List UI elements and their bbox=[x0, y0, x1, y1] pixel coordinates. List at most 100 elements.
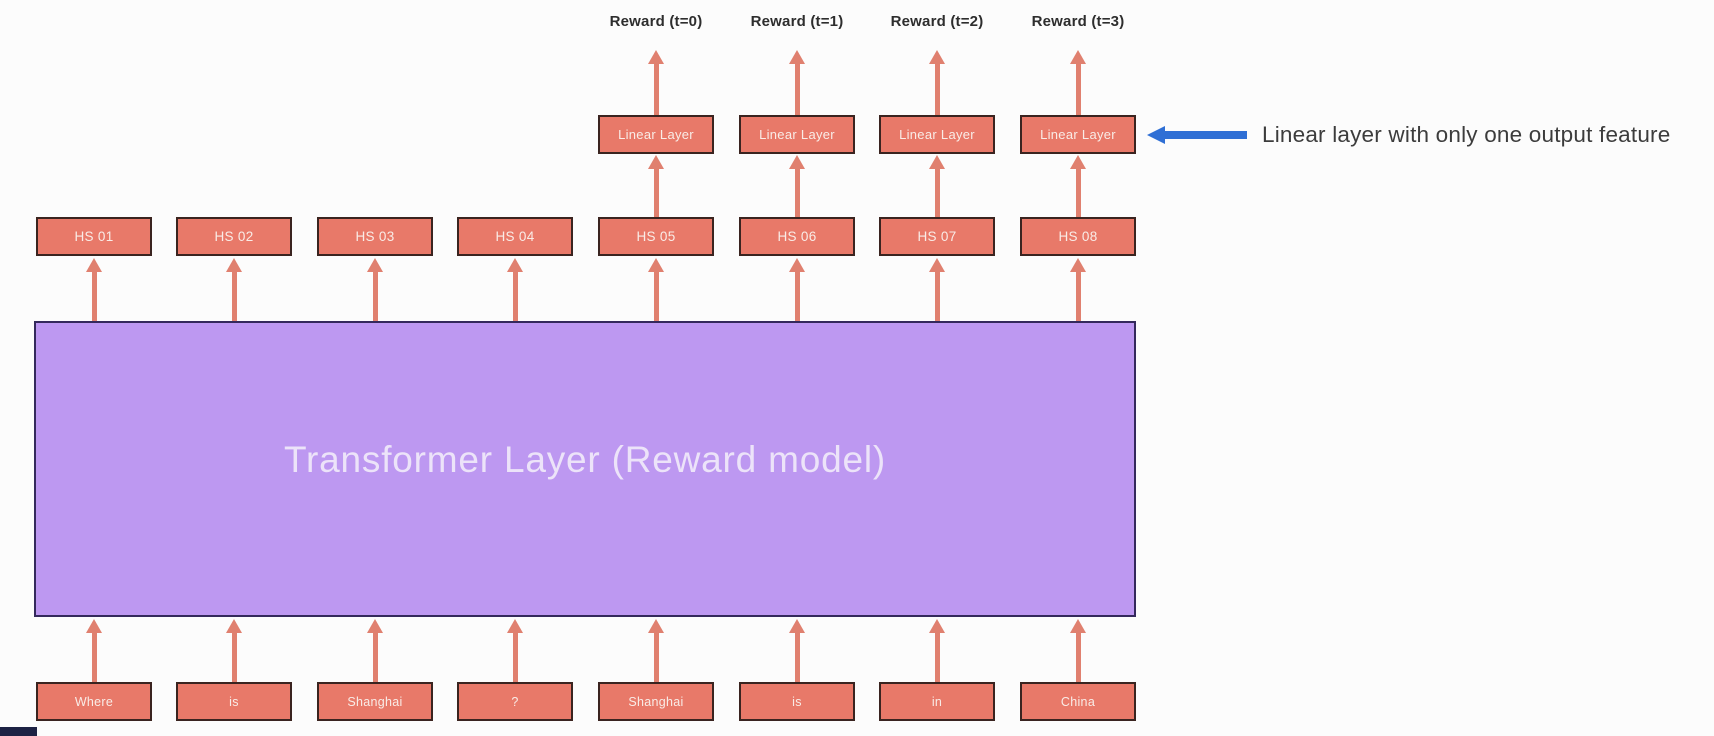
reward-label-t1: Reward (t=1) bbox=[750, 13, 844, 30]
arrow-stem bbox=[794, 272, 800, 321]
token-box-5: Shanghai bbox=[598, 682, 714, 721]
arrow-stem bbox=[934, 64, 940, 115]
arrow-stem bbox=[512, 272, 518, 321]
arrow-head bbox=[929, 50, 945, 64]
arrow-head bbox=[507, 619, 523, 633]
arrow-transformer-to-hs bbox=[86, 258, 102, 321]
arrow-head bbox=[1070, 258, 1086, 272]
arrow-stem bbox=[372, 633, 378, 682]
arrow-head bbox=[367, 619, 383, 633]
hidden-state-box-1: HS 01 bbox=[36, 217, 152, 256]
arrow-head bbox=[1070, 619, 1086, 633]
token-box-2: is bbox=[176, 682, 292, 721]
hidden-state-box-4: HS 04 bbox=[457, 217, 573, 256]
arrow-stem bbox=[934, 633, 940, 682]
hidden-state-box-6: HS 06 bbox=[739, 217, 855, 256]
arrow-head bbox=[789, 258, 805, 272]
arrow-head bbox=[789, 155, 805, 169]
arrow-head bbox=[929, 258, 945, 272]
linear-layer-box-t0: Linear Layer bbox=[598, 115, 714, 154]
transformer-layer-title: Transformer Layer (Reward model) bbox=[283, 439, 886, 480]
arrow-transformer-to-hs bbox=[226, 258, 242, 321]
arrow-stem bbox=[91, 633, 97, 682]
arrow-token-to-transformer bbox=[1070, 619, 1086, 682]
hidden-state-box-8: HS 08 bbox=[1020, 217, 1136, 256]
arrow-head bbox=[648, 619, 664, 633]
arrow-head bbox=[86, 258, 102, 272]
arrow-stem bbox=[653, 64, 659, 115]
arrow-linear-to-reward bbox=[1070, 50, 1086, 115]
linear-layer-box-t3: Linear Layer bbox=[1020, 115, 1136, 154]
arrow-stem bbox=[91, 272, 97, 321]
arrow-linear-to-reward bbox=[929, 50, 945, 115]
arrow-stem bbox=[1075, 169, 1081, 217]
arrow-token-to-transformer bbox=[86, 619, 102, 682]
arrow-head bbox=[929, 619, 945, 633]
reward-label-t0: Reward (t=0) bbox=[609, 13, 703, 30]
token-box-8: China bbox=[1020, 682, 1136, 721]
arrow-head bbox=[1070, 50, 1086, 64]
linear-layer-box-t1: Linear Layer bbox=[739, 115, 855, 154]
token-box-3: Shanghai bbox=[317, 682, 433, 721]
arrow-stem bbox=[653, 272, 659, 321]
arrow-token-to-transformer bbox=[367, 619, 383, 682]
arrow-linear-to-reward bbox=[648, 50, 664, 115]
token-box-6: is bbox=[739, 682, 855, 721]
arrow-head bbox=[367, 258, 383, 272]
arrow-transformer-to-hs bbox=[929, 258, 945, 321]
arrow-stem bbox=[1075, 64, 1081, 115]
arrow-head bbox=[648, 50, 664, 64]
arrow-stem bbox=[934, 169, 940, 217]
arrow-head bbox=[929, 155, 945, 169]
arrow-token-to-transformer bbox=[929, 619, 945, 682]
arrow-transformer-to-hs bbox=[1070, 258, 1086, 321]
arrow-head bbox=[86, 619, 102, 633]
arrow-head bbox=[507, 258, 523, 272]
arrow-transformer-to-hs bbox=[789, 258, 805, 321]
hidden-state-box-7: HS 07 bbox=[879, 217, 995, 256]
arrow-hs-to-linear bbox=[1070, 155, 1086, 217]
annotation-arrow-head bbox=[1147, 126, 1165, 144]
arrow-head bbox=[226, 619, 242, 633]
token-box-4: ? bbox=[457, 682, 573, 721]
arrow-transformer-to-hs bbox=[367, 258, 383, 321]
arrow-head bbox=[789, 50, 805, 64]
reward-label-t2: Reward (t=2) bbox=[890, 13, 984, 30]
arrow-stem bbox=[1075, 633, 1081, 682]
arrow-stem bbox=[372, 272, 378, 321]
arrow-hs-to-linear bbox=[789, 155, 805, 217]
hidden-state-box-2: HS 02 bbox=[176, 217, 292, 256]
arrow-head bbox=[789, 619, 805, 633]
slide-edge-decoration bbox=[0, 727, 37, 736]
token-box-1: Where bbox=[36, 682, 152, 721]
annotation-arrow-stem bbox=[1163, 131, 1247, 139]
arrow-stem bbox=[794, 633, 800, 682]
arrow-stem bbox=[653, 633, 659, 682]
annotation-text: Linear layer with only one output featur… bbox=[1262, 122, 1671, 147]
arrow-token-to-transformer bbox=[226, 619, 242, 682]
arrow-token-to-transformer bbox=[648, 619, 664, 682]
annotation-arrow-icon bbox=[1147, 126, 1247, 144]
arrow-head bbox=[226, 258, 242, 272]
arrow-hs-to-linear bbox=[929, 155, 945, 217]
arrow-stem bbox=[794, 64, 800, 115]
arrow-stem bbox=[934, 272, 940, 321]
arrow-stem bbox=[231, 633, 237, 682]
arrow-token-to-transformer bbox=[507, 619, 523, 682]
reward-label-t3: Reward (t=3) bbox=[1031, 13, 1125, 30]
token-box-7: in bbox=[879, 682, 995, 721]
arrow-head bbox=[648, 258, 664, 272]
arrow-stem bbox=[653, 169, 659, 217]
arrow-hs-to-linear bbox=[648, 155, 664, 217]
arrow-transformer-to-hs bbox=[648, 258, 664, 321]
arrow-stem bbox=[794, 169, 800, 217]
transformer-layer-box: Transformer Layer (Reward model) bbox=[34, 321, 1136, 617]
arrow-stem bbox=[231, 272, 237, 321]
arrow-stem bbox=[1075, 272, 1081, 321]
arrow-head bbox=[648, 155, 664, 169]
arrow-head bbox=[1070, 155, 1086, 169]
hidden-state-box-5: HS 05 bbox=[598, 217, 714, 256]
linear-layer-box-t2: Linear Layer bbox=[879, 115, 995, 154]
arrow-linear-to-reward bbox=[789, 50, 805, 115]
